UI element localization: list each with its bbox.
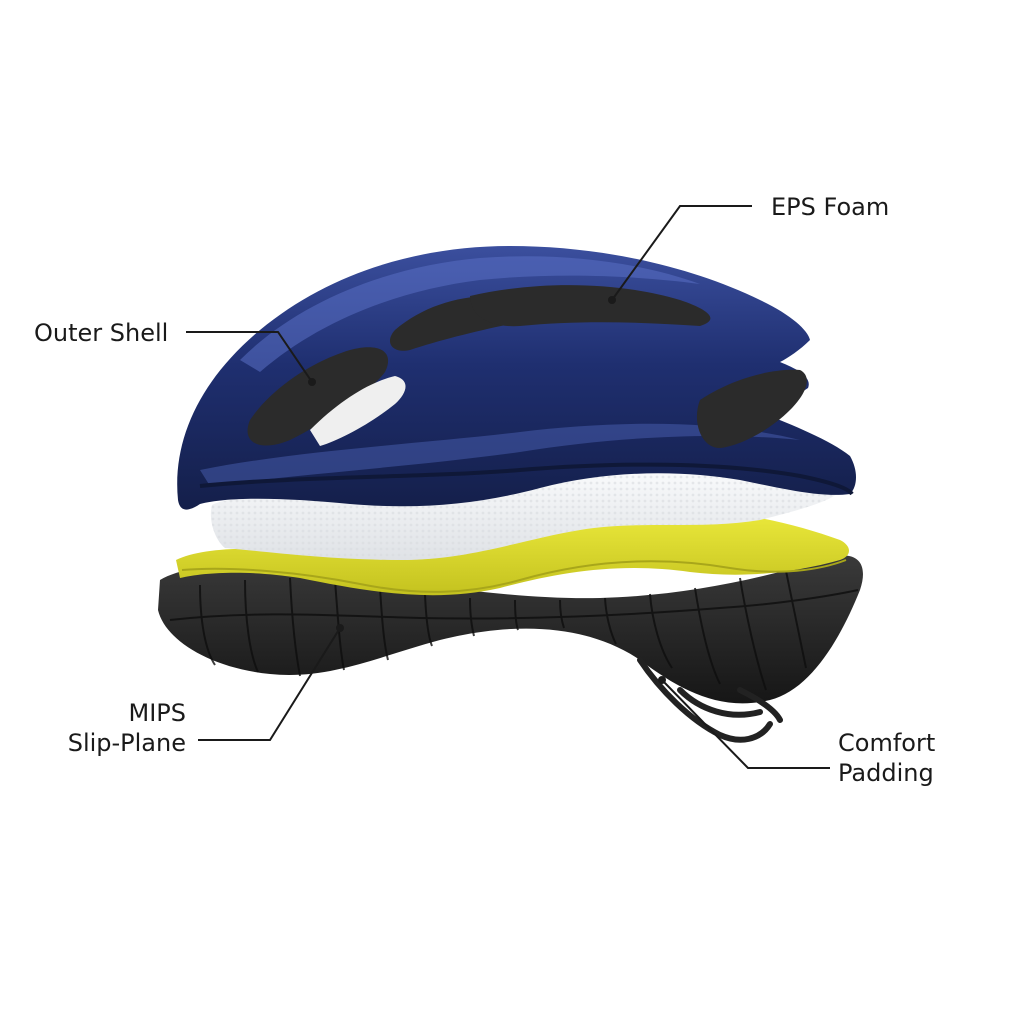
leader-lines: [186, 205, 830, 769]
leader-outer-shell: [186, 331, 313, 383]
label-outer-shell-text: Outer Shell: [34, 319, 169, 347]
leader-endpoint-dot: [336, 624, 344, 632]
leader-mips: [198, 627, 341, 741]
outer-shell-layer: [177, 246, 857, 510]
label-mips-line2: Slip-Plane: [67, 729, 186, 757]
label-mips-line1: MIPS: [128, 699, 187, 727]
leader-eps-foam: [611, 205, 752, 301]
label-eps-foam: EPS Foam: [771, 192, 889, 222]
leader-comfort: [661, 679, 830, 769]
label-outer-shell: Outer Shell: [34, 318, 168, 348]
label-comfort-line2: Padding: [838, 759, 934, 787]
leader-endpoint-dot: [658, 676, 666, 684]
label-comfort-line1: Comfort: [838, 729, 936, 757]
eps-foam-layer: [210, 467, 841, 560]
leader-endpoint-dot: [308, 378, 316, 386]
comfort-padding-layer: [158, 555, 863, 704]
mips-slip-plane-layer: [176, 509, 849, 596]
label-eps-foam-text: EPS Foam: [771, 193, 890, 221]
label-comfort-padding: Comfort Padding: [838, 728, 935, 788]
leader-dots: [308, 296, 666, 684]
label-mips-slip-plane: MIPS Slip-Plane: [56, 698, 186, 758]
retention-system: [637, 657, 783, 743]
leader-endpoint-dot: [608, 296, 616, 304]
